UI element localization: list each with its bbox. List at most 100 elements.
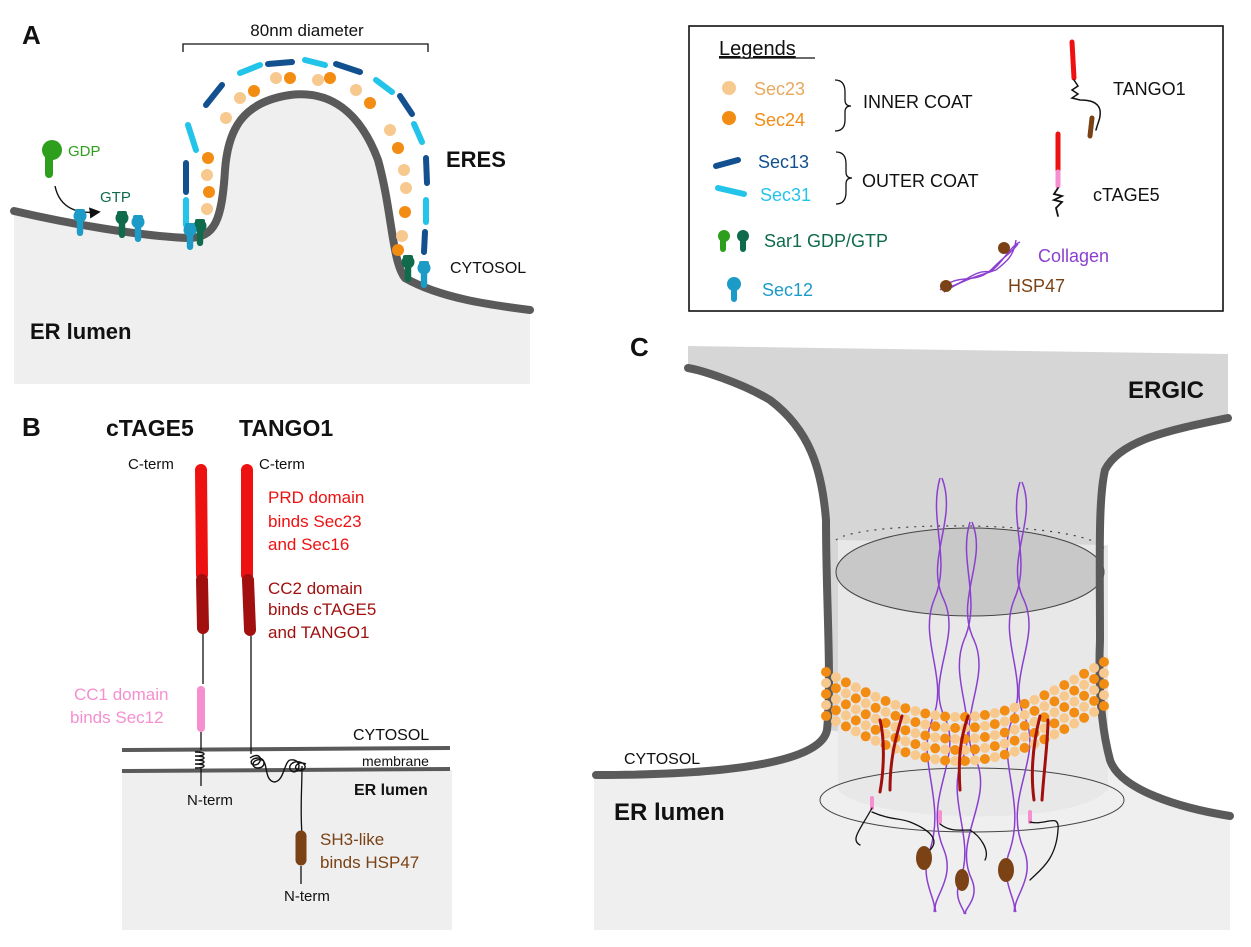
coat-dot: [1069, 685, 1080, 696]
sec31-icon: [715, 185, 747, 197]
coat-dot: [920, 708, 931, 719]
coat-dot: [920, 719, 931, 730]
coat-dot: [1089, 674, 1100, 684]
panel-b-membrane-label: membrane: [362, 753, 429, 769]
coat-dot: [1059, 713, 1070, 724]
panel-b-er-lumen-region: [122, 770, 452, 930]
coat-dot: [979, 743, 990, 753]
coat-dot: [989, 730, 1000, 741]
coat-dot: [870, 724, 881, 735]
gtp-label: GTP: [100, 189, 131, 206]
coat-dot: [1009, 724, 1020, 735]
cc2-label-2: binds cTAGE5: [268, 600, 376, 619]
panel-c-er-lumen-label: ER lumen: [614, 799, 725, 826]
inner-coat-brace: [834, 79, 852, 132]
coat-dot: [969, 744, 980, 755]
coat-dot: [1009, 746, 1020, 757]
coat-dot: [1079, 712, 1090, 723]
coat-dot: [830, 672, 841, 683]
coat-dot: [880, 718, 891, 728]
coat-dot: [821, 700, 831, 710]
coat-dot: [979, 710, 990, 720]
coat-dot: [840, 688, 851, 699]
coat-dot: [830, 694, 841, 705]
coat-dot: [850, 715, 861, 726]
coat-dot: [840, 721, 851, 732]
legend-sec24: Sec24: [754, 110, 805, 130]
ergic-label: ERGIC: [1128, 377, 1204, 404]
coat-dot: [880, 707, 891, 717]
prd-label-1: PRD domain: [268, 488, 364, 507]
coat-dot: [840, 710, 851, 721]
coat-dot: [920, 741, 931, 752]
coat-dot: [1069, 674, 1080, 685]
legend-inner-coat: INNER COAT: [863, 92, 973, 112]
ergic-left-membrane: [592, 364, 833, 779]
coat-dot: [910, 739, 921, 750]
membrane-outer-leaflet: [121, 746, 451, 752]
coat-dot: [1059, 680, 1070, 691]
cc2-label-1: CC2 domain: [268, 579, 363, 598]
coat-dot: [989, 708, 1000, 719]
coat-dot: [1049, 685, 1060, 696]
coat-dot: [1019, 698, 1030, 709]
tango1-legend-icon: [1069, 39, 1101, 139]
coat-dot: [1009, 735, 1020, 746]
diameter-bracket: [182, 43, 429, 52]
coat-dot: [1089, 685, 1100, 695]
coat-dot: [999, 749, 1010, 760]
coat-dot: [950, 712, 961, 722]
prd-label-2: binds Sec23: [268, 512, 362, 531]
coat-dot: [1059, 702, 1070, 713]
coat-dot: [870, 713, 881, 724]
coat-dot: [940, 733, 951, 744]
coat-dot: [969, 755, 980, 766]
panel-a: A 80nm diameter: [10, 20, 534, 385]
panel-b: B cTAGE5 TANGO1 C-term C-term PRD domain…: [22, 412, 452, 930]
sar1-legend-icon: [718, 230, 749, 252]
coat-dot: [1099, 690, 1109, 700]
legend-hsp47: HSP47: [1008, 276, 1065, 296]
ctage5-cc2-domain: [196, 574, 209, 634]
legend-sec23: Sec23: [754, 79, 805, 99]
coat-dot: [1059, 724, 1070, 735]
coat-dot: [930, 732, 941, 743]
coat-dot: [890, 710, 901, 721]
coat-dot: [1049, 707, 1060, 718]
coat-dot: [910, 706, 921, 717]
coat-dot: [1099, 679, 1109, 689]
panel-b-er-lumen-label: ER lumen: [354, 782, 428, 799]
coat-dot: [1019, 742, 1030, 753]
sec12-legend-icon: [727, 277, 741, 302]
coat-dot: [1019, 709, 1030, 720]
coat-dot: [830, 716, 841, 727]
panel-c-cytosol-label: CYTOSOL: [624, 751, 700, 768]
hsp47-legend-icon: [940, 280, 952, 292]
coat-dot: [1069, 696, 1080, 707]
diameter-label: 80nm diameter: [250, 21, 364, 40]
coat-dot: [950, 756, 961, 766]
coat-dot: [1039, 690, 1050, 701]
coat-dot: [1099, 657, 1109, 667]
panel-a-er-lumen-region: [14, 94, 530, 385]
coat-dot: [1029, 694, 1040, 705]
legend-title: Legends: [719, 38, 796, 60]
legend-collagen: Collagen: [1038, 246, 1109, 266]
legend-ctage5: cTAGE5: [1093, 185, 1160, 205]
tango1-transmembrane-helix: [249, 754, 307, 783]
coat-dot: [989, 741, 1000, 752]
coat-dot: [979, 754, 990, 764]
coat-dot: [999, 738, 1010, 749]
gdp-to-gtp-arrow: [54, 185, 101, 219]
coat-dot: [880, 696, 891, 706]
coat-dot: [1069, 707, 1080, 718]
panel-c-letter: C: [630, 332, 649, 362]
tango1-cc2-domain: [242, 574, 256, 636]
coat-dot: [1009, 713, 1020, 724]
coat-dot: [960, 745, 970, 755]
coat-dot: [930, 721, 941, 732]
coat-dot: [1059, 691, 1070, 702]
ctage5-transmembrane-helix: [194, 751, 205, 769]
coat-dot: [900, 703, 911, 714]
coat-dot: [900, 747, 911, 758]
